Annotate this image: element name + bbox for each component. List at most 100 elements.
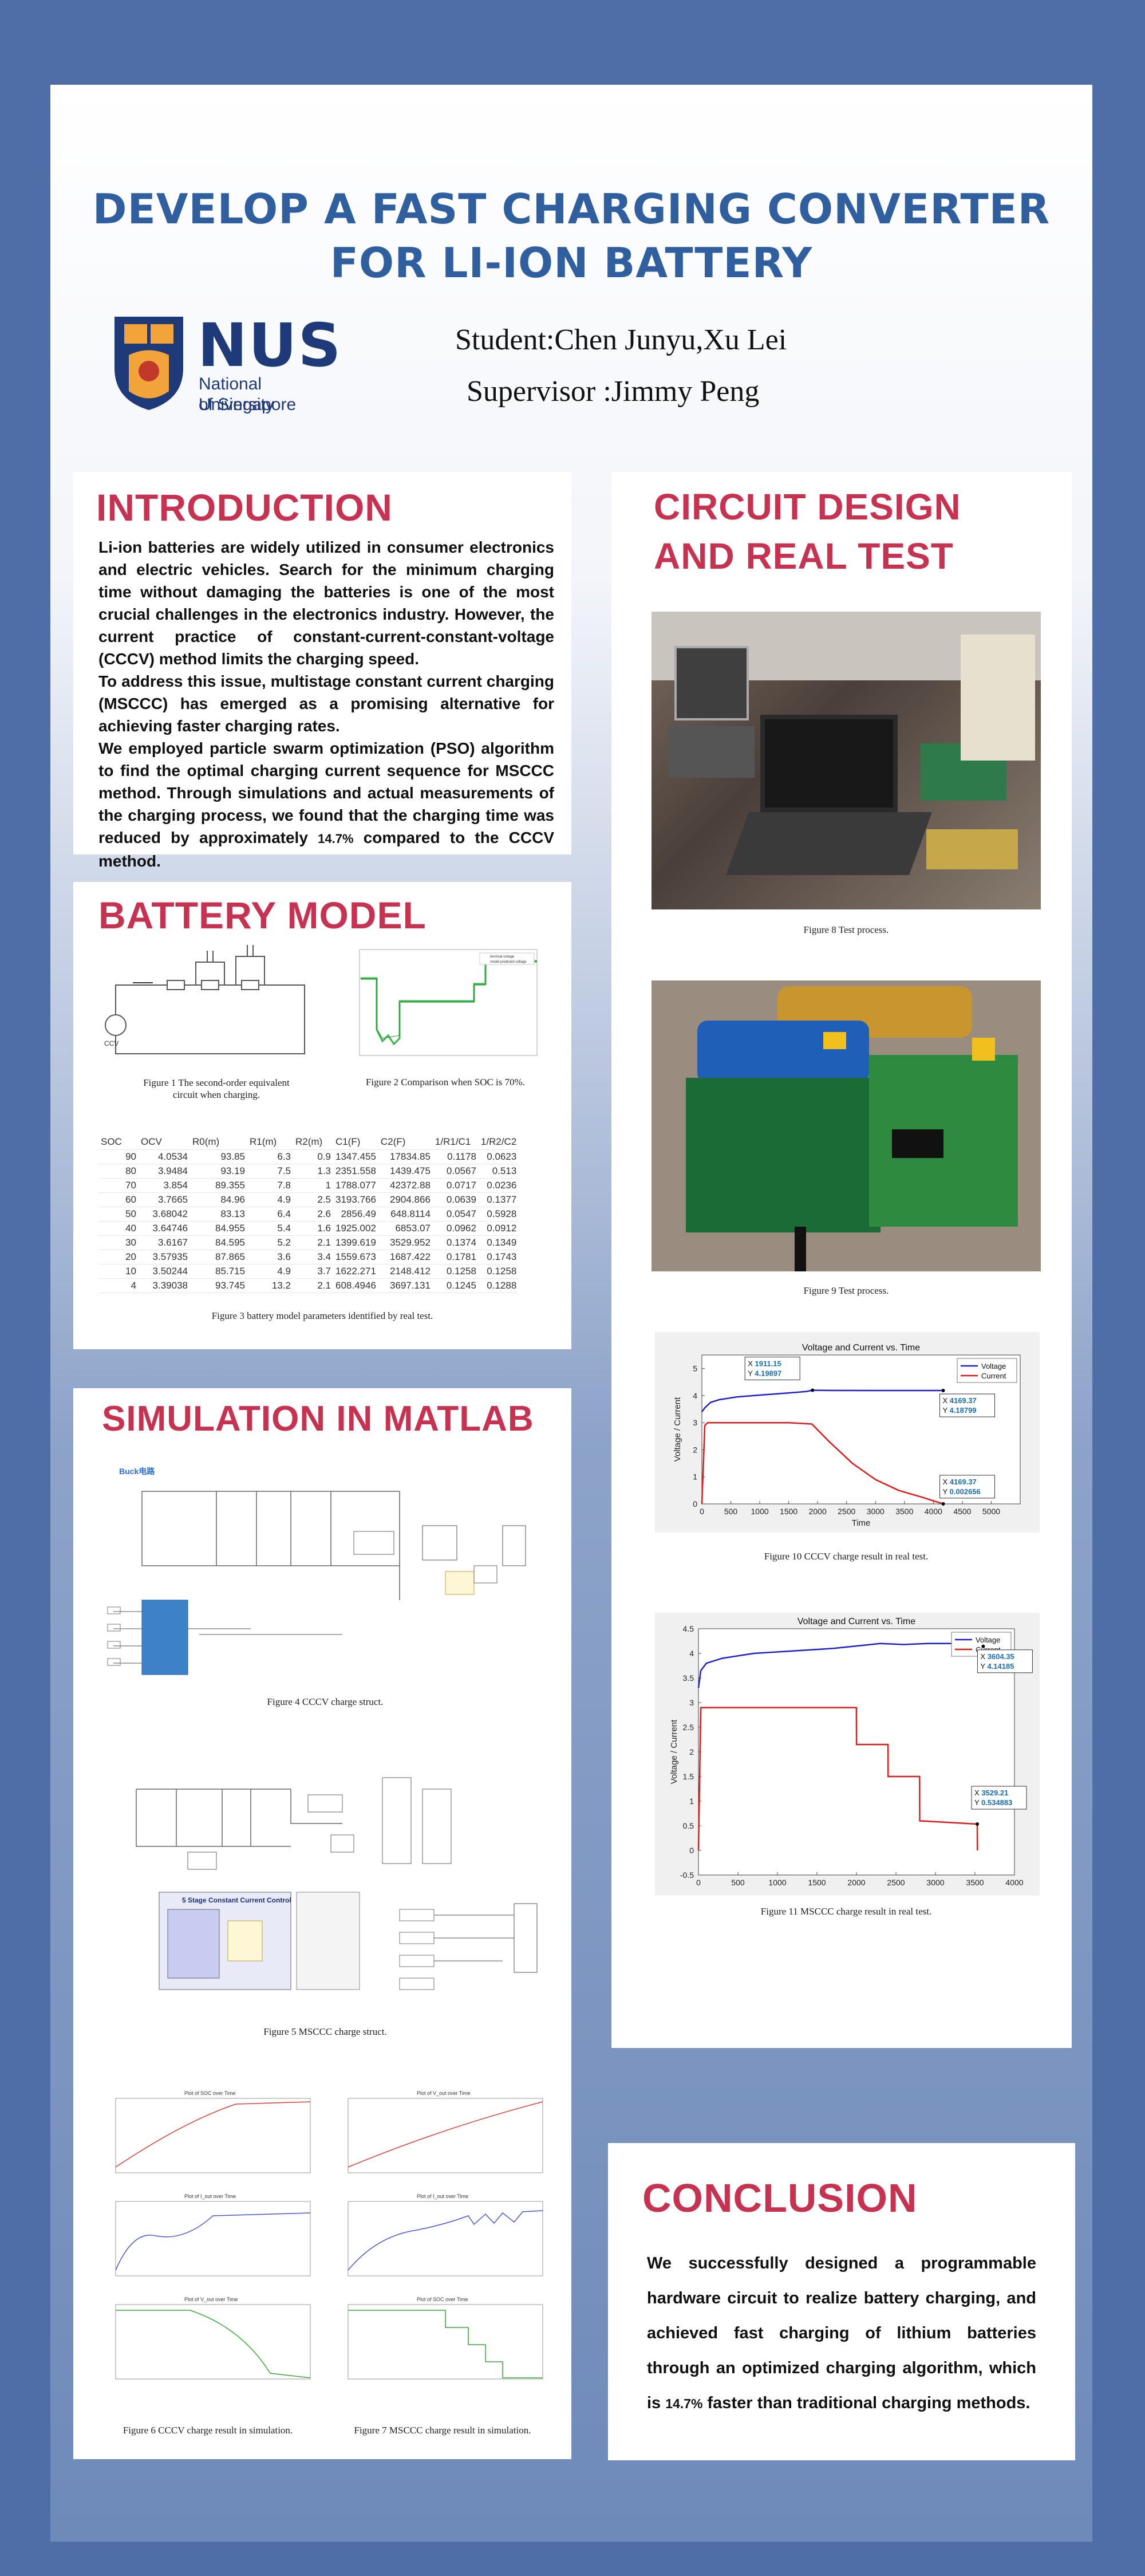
table-cell: 93.85 <box>190 1149 247 1164</box>
table-cell: 89.355 <box>190 1178 247 1193</box>
legend-label: Voltage <box>981 1362 1006 1370</box>
table-header-cell: 1/R1/C1 <box>432 1135 479 1150</box>
x-tick-label: 2000 <box>809 1507 827 1516</box>
table-cell: 3.6 <box>247 1250 293 1265</box>
five-stage-block-title: 5 Stage Constant Current Control <box>182 1896 291 1904</box>
y-tick-label: 1 <box>693 1472 697 1482</box>
table-cell: 30 <box>98 1235 139 1250</box>
table-cell: 0.0567 <box>432 1164 479 1179</box>
datatip-y: Y 4.18799 <box>942 1406 976 1415</box>
table-cell: 93.19 <box>190 1164 247 1179</box>
table-cell: 42372.88 <box>378 1178 433 1193</box>
poster-title-line1: DEVELOP A FAST CHARGING CONVERTER <box>92 185 1051 233</box>
x-axis-label: Time <box>852 1518 871 1528</box>
nus-crest-icon <box>114 317 183 410</box>
table-header-cell: R1(m) <box>247 1135 293 1150</box>
introduction-panel: INTRODUCTION Li-ion batteries are widely… <box>73 472 571 870</box>
table-cell: 0.0962 <box>432 1221 479 1236</box>
series-line-voltage <box>701 1389 943 1413</box>
table-cell: 0.0547 <box>432 1207 479 1222</box>
chart-legend <box>957 1358 1017 1383</box>
x-tick-label: 500 <box>731 1878 745 1887</box>
table-cell: 2.1 <box>293 1235 333 1250</box>
table-cell: 3.7665 <box>139 1192 190 1207</box>
table-cell: 0.5928 <box>478 1207 519 1222</box>
cccv-simulation-plots: Plot of SOC over Time Plot of I_out over… <box>115 2090 311 2380</box>
datatip-point <box>941 1502 945 1506</box>
circuit-heading-line1: CIRCUIT DESIGN <box>654 486 961 527</box>
table-cell: 1.3 <box>293 1164 333 1179</box>
table-cell: 60 <box>98 1192 139 1207</box>
x-tick-label: 4000 <box>1005 1878 1023 1887</box>
x-tick-label: 3000 <box>867 1507 885 1516</box>
y-tick-label: 2 <box>693 1445 697 1454</box>
table-cell: 3.57935 <box>139 1250 190 1265</box>
y-axis-label: Voltage / Current <box>669 1719 679 1784</box>
table-cell: 0.1258 <box>432 1264 479 1279</box>
datatip-y: Y 4.14185 <box>980 1662 1014 1671</box>
table-header-cell: R0(m) <box>190 1135 247 1150</box>
table-cell: 80 <box>98 1164 139 1179</box>
y-tick-label: 5 <box>693 1364 697 1373</box>
y-tick-label: 4 <box>689 1649 694 1658</box>
table-header-cell: 1/R2/C2 <box>478 1135 519 1150</box>
table-cell: 0.0717 <box>432 1178 479 1193</box>
table-cell: 3.4 <box>293 1250 333 1265</box>
fig2-legend-terminal: terminal voltage <box>490 955 515 959</box>
table-cell: 7.8 <box>247 1178 293 1193</box>
datatip-box <box>744 1357 800 1381</box>
conclusion-panel: CONCLUSION We successfully designed a pr… <box>608 2143 1075 2460</box>
figure8-caption: Figure 8 Test process. <box>803 924 889 935</box>
intro-paragraph-1: Li-ion batteries are widely utilized in … <box>98 538 554 668</box>
intro-paragraph-3a: We employed particle swarm optimization … <box>98 739 554 846</box>
x-tick-label: 3000 <box>926 1878 944 1887</box>
table-cell: 84.595 <box>190 1235 247 1250</box>
table-cell: 608.4946 <box>333 1278 378 1293</box>
nus-logo: NUS National University of Singapore <box>112 314 341 417</box>
table-cell: 0.513 <box>478 1164 519 1179</box>
table-cell: 3.39038 <box>139 1278 190 1293</box>
table-cell: 1347.455 <box>333 1149 378 1164</box>
logo-wordmark: NUS <box>198 310 342 380</box>
datatip-box <box>939 1475 995 1499</box>
table-cell: 0.1178 <box>432 1149 479 1164</box>
poster-title-line2: FOR LI-ION BATTERY <box>330 239 813 287</box>
table-cell: 1925.002 <box>333 1221 378 1236</box>
table-cell: 6.3 <box>247 1149 293 1164</box>
datatip-y: Y 0.002656 <box>942 1487 980 1496</box>
simulation-panel: SIMULATION IN MATLAB Buck电路 Figure 4 CCC… <box>73 1388 571 2459</box>
table-cell: 2.6 <box>293 1207 333 1222</box>
figure4-caption: Figure 4 CCCV charge struct. <box>267 1696 384 1707</box>
x-tick-label: 5000 <box>982 1507 1000 1516</box>
table-cell: 70 <box>98 1178 139 1193</box>
table-cell: 3.854 <box>139 1178 190 1193</box>
conclusion-text-a: We successfully designed a programmable … <box>647 2254 1036 2412</box>
msccc-simulink-model: 5 Stage Constant Current Control <box>136 1777 538 1990</box>
table-cell: 2.5 <box>293 1192 333 1207</box>
legend-label: Voltage <box>976 1636 1000 1644</box>
datatip-x: X 4169.37 <box>942 1478 976 1486</box>
table-cell: 0.1781 <box>432 1250 479 1265</box>
simulation-heading: SIMULATION IN MATLAB <box>102 1399 534 1439</box>
table-cell: 0.1288 <box>478 1278 519 1293</box>
datatip-box <box>977 1649 1033 1673</box>
msccc-simulation-plots: Plot of V_out over Time Plot of I_out ov… <box>348 2090 543 2380</box>
msccc-plot-iout-title: Plot of I_out over Time <box>417 2193 468 2199</box>
intro-paragraph-3c: compared to the CCCV method. <box>98 829 554 870</box>
logo-subtitle-2: of Singapore <box>199 395 297 414</box>
x-tick-label: 1000 <box>751 1507 769 1516</box>
table-cell: 1439.475 <box>378 1164 433 1179</box>
y-axis-label: Voltage / Current <box>673 1397 682 1462</box>
table-cell: 2856.49 <box>333 1207 378 1222</box>
y-tick-label: 0 <box>689 1846 694 1855</box>
cccv-simulink-model: Buck电路 <box>107 1467 526 1675</box>
datatip-x: X 1911.15 <box>748 1360 781 1368</box>
